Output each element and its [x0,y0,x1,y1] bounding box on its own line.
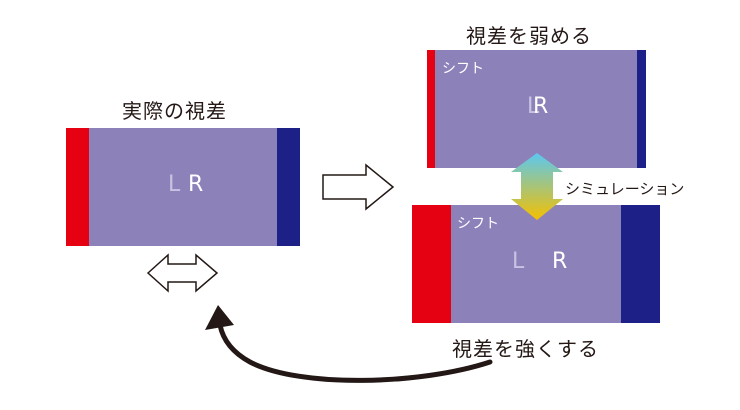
curved-arrow-head [205,305,234,330]
panel-strengthen: シフト L R [412,205,660,323]
double-arrow-icon [146,253,219,293]
simulation-arrow-icon [511,153,563,220]
title-strengthen-parallax: 視差を強くする [452,337,599,361]
label-R: R [533,94,549,119]
title-weaken-parallax: 視差を弱める [466,24,592,48]
right-eye-bar [277,128,300,246]
panel-actual: L R [66,128,300,246]
shift-label: シフト [442,61,484,77]
label-R: R [552,249,568,274]
curved-return-arrow-icon [217,322,493,383]
label-R: R [188,172,204,197]
right-eye-bar [637,50,646,168]
left-eye-bar [412,205,451,323]
label-L: L [168,172,181,197]
label-L: L [512,249,525,274]
left-eye-bar [66,128,89,246]
right-eye-bar [621,205,660,323]
shift-label: シフト [457,216,499,232]
left-eye-bar [427,50,435,168]
title-actual-parallax: 実際の視差 [122,99,227,123]
right-arrow-icon [322,163,395,211]
simulation-label: シミュレーション [565,178,685,199]
panel-weaken: シフト L R [427,50,646,168]
label-L: L [527,94,540,119]
